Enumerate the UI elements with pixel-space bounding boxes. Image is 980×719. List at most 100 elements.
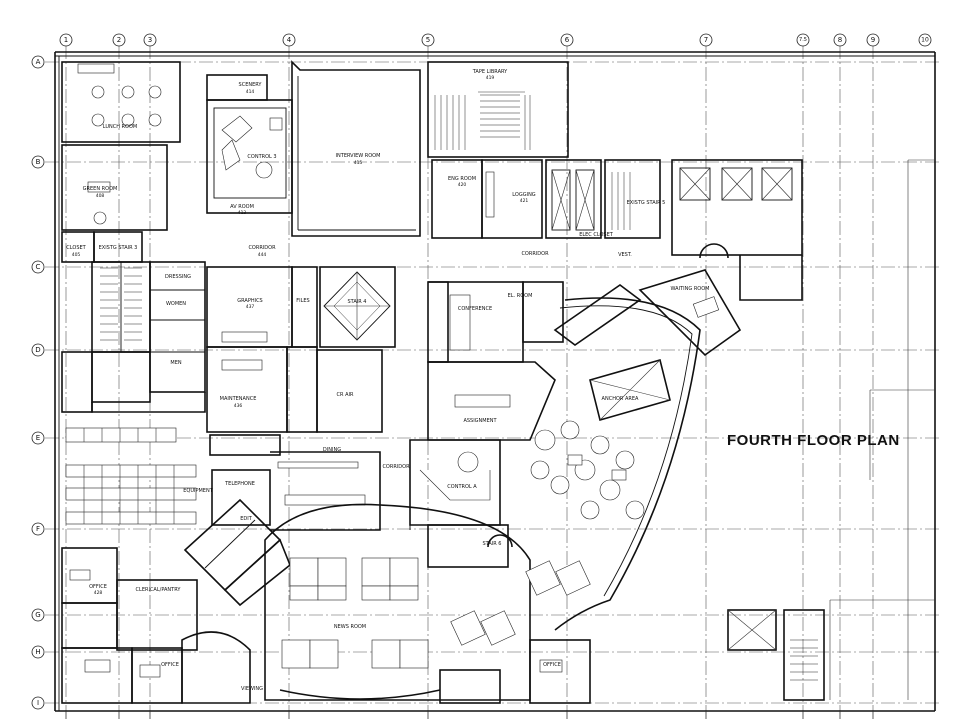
room-number-av-room: 413 [238, 210, 247, 216]
column-label: 5 [426, 36, 430, 44]
room-labels: LUNCH ROOM SCENERY 414 CONTROL 3 AV ROOM… [66, 69, 709, 692]
room-label-vest: VEST. [618, 252, 632, 258]
stair-4 [319, 266, 396, 348]
column-label: 6 [565, 36, 570, 44]
eng-logging-rooms [431, 159, 543, 239]
room-number-graphics: 437 [246, 304, 255, 310]
room-label-interview-room: INTERVIEW ROOM [336, 153, 381, 159]
room-label-corridor-upper: CORRIDOR [521, 251, 549, 257]
room-number-tape-library: 419 [486, 75, 495, 81]
dining-telephone [209, 434, 411, 531]
graphics-files-maintenance [206, 266, 383, 433]
column-label: 3 [148, 36, 152, 44]
room-label-corridor-444: CORRIDOR [248, 245, 276, 251]
room-label-tape-library: TAPE LIBRARY [472, 69, 508, 75]
room-label-men: MEN [170, 360, 181, 366]
room-label-telephone: TELEPHONE [224, 481, 255, 487]
room-label-logging: LOGGING [512, 192, 536, 198]
room-label-conference: CONFERENCE [458, 306, 492, 312]
room-number-interview-room: 415 [354, 160, 363, 166]
column-label: 4 [287, 36, 292, 44]
anchor-furniture [530, 420, 645, 520]
room-number-corridor-444: 444 [258, 252, 267, 258]
room-label-equipment: EQUIPMENT [183, 488, 213, 494]
room-label-waiting-room: WAITING ROOM [671, 286, 710, 292]
room-label-cr-air: CR AIR [337, 392, 354, 398]
room-label-clerical-pantry: CLERICAL/PANTRY [136, 587, 182, 593]
room-label-lunch-room: LUNCH ROOM [103, 124, 137, 130]
row-grid-lines [45, 61, 940, 704]
room-label-graphics: GRAPHICS [237, 298, 262, 304]
row-label: A [36, 58, 41, 66]
column-label: 2 [117, 36, 121, 44]
room-label-closet: CLOSET [66, 245, 86, 251]
column-label: 9 [871, 36, 875, 44]
room-label-stair-6: STAIR 6 [483, 541, 502, 547]
waiting-room [638, 243, 742, 357]
column-bubbles: 1 2 3 4 5 6 7 7.5 8 9 10 [59, 33, 932, 47]
room-number-office-428: 428 [94, 590, 103, 596]
interview-room [291, 60, 421, 237]
control-3-suite [206, 74, 293, 214]
room-label-dining: DINING [323, 447, 341, 453]
room-label-office-lower-left: OFFICE [161, 662, 179, 668]
row-bubbles: A B C D E F G H I [31, 55, 45, 710]
lower-right-core [727, 609, 825, 701]
room-label-news-room: NEWS ROOM [334, 624, 366, 630]
room-number-green-room: 408 [96, 193, 105, 199]
lower-left-offices [61, 547, 591, 704]
room-number-maintenance: 436 [234, 403, 243, 409]
room-number-scenery: 414 [246, 89, 255, 95]
column-label: 7 [704, 36, 708, 44]
column-label: 1 [64, 36, 68, 44]
tape-library [427, 61, 569, 158]
column-label: 10 [921, 37, 929, 44]
column-label: 7.5 [799, 37, 807, 43]
room-label-files: FILES [296, 298, 309, 304]
assignment-control-a [409, 361, 556, 568]
room-label-women: WOMEN [166, 301, 186, 307]
row-label: D [35, 346, 40, 354]
room-label-corridor-mid: CORRIDOR [382, 464, 410, 470]
row-label: E [36, 434, 40, 442]
room-label-existg-stair-3: EXISTG STAIR 3 [99, 245, 138, 251]
building-outline [54, 51, 936, 712]
elevator-core [545, 159, 803, 301]
column-label: 8 [838, 36, 842, 44]
room-label-av-room: AV ROOM [230, 204, 254, 210]
room-label-dressing: DRESSING [165, 274, 191, 280]
room-label-el-room: EL. ROOM [508, 293, 533, 299]
room-number-closet: 405 [72, 252, 81, 258]
row-label: F [36, 525, 40, 533]
room-label-green-room: GREEN ROOM [83, 186, 118, 192]
room-label-elec-closet: ELEC CLOSET [579, 232, 614, 238]
lunch-room-area [61, 61, 181, 263]
row-label: H [35, 648, 40, 656]
room-label-scenery: SCENERY [239, 82, 263, 88]
room-number-eng-room: 420 [458, 182, 467, 188]
room-label-existg-stair-5: EXISTG STAIR 5 [627, 200, 666, 206]
room-label-control-3: CONTROL 3 [247, 154, 276, 160]
room-label-maintenance: MAINTENANCE [220, 396, 257, 402]
room-label-eng-room: ENG ROOM [448, 176, 476, 182]
row-label: G [35, 611, 40, 619]
row-label: C [36, 263, 41, 271]
room-label-control-a: CONTROL A [447, 484, 477, 490]
edit-suites [183, 498, 291, 607]
row-label: B [36, 158, 41, 166]
room-label-stair-4: STAIR 4 [348, 299, 367, 305]
room-label-anchor-area: ANCHOR AREA [602, 396, 639, 402]
anchor-area [553, 284, 701, 631]
room-label-office-lower-right: OFFICE [543, 662, 561, 668]
room-label-viewing: VIEWING [241, 686, 263, 692]
room-number-logging: 421 [520, 198, 529, 204]
restrooms [61, 261, 206, 413]
room-label-office-428: OFFICE [89, 584, 107, 590]
left-workstation-rows [65, 427, 197, 525]
news-room [264, 503, 591, 701]
drawing-title: FOURTH FLOOR PLAN [727, 432, 900, 449]
bottom-ticks [65, 711, 874, 719]
stair-3 [91, 261, 151, 353]
room-label-edit: EDIT [240, 516, 252, 522]
